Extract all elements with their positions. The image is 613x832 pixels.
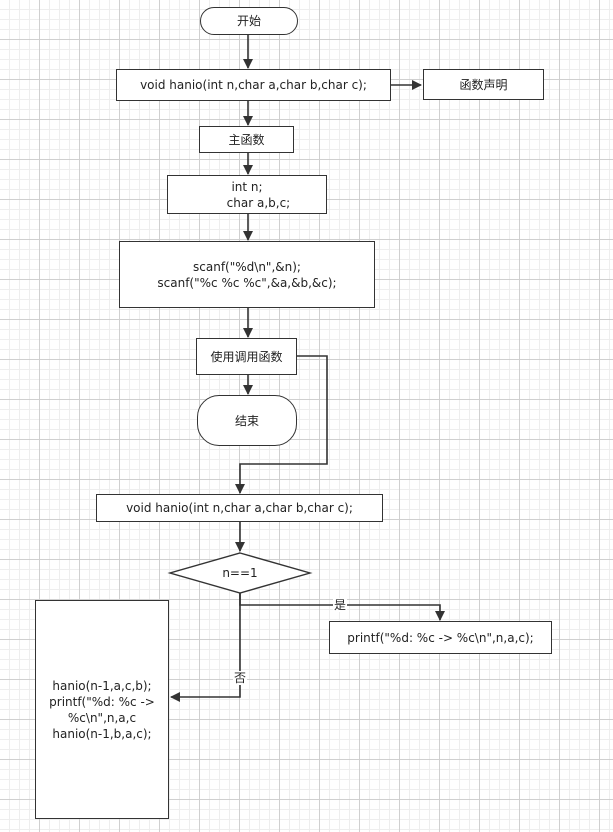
yes-edge-label: 是 [333,598,348,612]
call-function-box: 使用调用函数 [196,338,297,375]
edge-call-to-func-def [235,355,328,494]
main-function-box: 主函数 [199,126,294,153]
condition-label: n==1 [222,566,258,580]
variable-declaration-box: int n; char a,b,c; [167,175,327,214]
scanf-input-label: scanf("%d\n",&n); scanf("%c %c %c",&a,&b… [157,259,337,290]
printf-move-label: printf("%d: %c -> %c\n",n,a,c); [347,630,534,645]
variable-declaration-label: int n; char a,b,c; [226,179,291,210]
start-node: 开始 [200,7,298,35]
printf-move-box: printf("%d: %c -> %c\n",n,a,c); [329,621,552,654]
scanf-input-box: scanf("%d\n",&n); scanf("%c %c %c",&a,&b… [119,241,375,308]
edge-cond-no [170,593,241,702]
function-definition-label: void hanio(int n,char a,char b,char c); [126,501,353,515]
prototype-box: void hanio(int n,char a,char b,char c); [116,69,391,101]
end-label: 结束 [234,413,259,428]
end-node: 结束 [197,395,297,446]
prototype-note-label: 函数声明 [459,77,508,92]
function-definition-box: void hanio(int n,char a,char b,char c); [96,494,383,522]
main-function-label: 主函数 [228,132,265,147]
recursive-block-box: hanio(n-1,a,c,b); printf("%d: %c -> %c\n… [35,600,169,819]
call-function-label: 使用调用函数 [210,349,283,364]
prototype-label: void hanio(int n,char a,char b,char c); [140,78,367,92]
prototype-note-box: 函数声明 [423,69,544,100]
recursive-block-label: hanio(n-1,a,c,b); printf("%d: %c -> %c\n… [49,678,155,741]
condition-diamond [167,552,313,594]
no-edge-label: 否 [233,671,248,685]
start-label: 开始 [236,14,261,28]
